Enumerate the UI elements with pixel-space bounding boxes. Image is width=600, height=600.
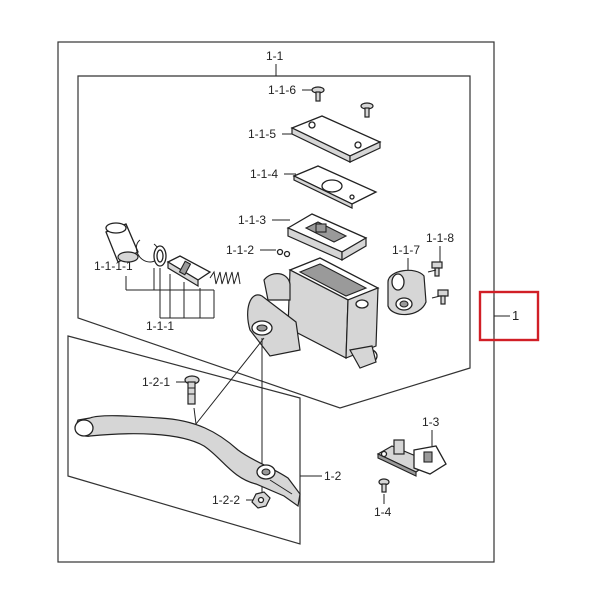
label-piston-set: 1-1-1 xyxy=(146,319,174,333)
label-clip: 1-1-2 xyxy=(226,243,254,257)
label-assembly: 1 xyxy=(512,308,519,323)
label-lever-nut: 1-2-2 xyxy=(212,493,240,507)
label-piston-kit: 1-1-1-1 xyxy=(94,259,133,273)
screw-icon xyxy=(311,86,325,102)
label-screw-cap: 1-1-6 xyxy=(268,83,296,97)
assembly-line-bolt xyxy=(193,407,197,425)
assembly-line-bolt-2 xyxy=(195,337,265,425)
label-lever-bolt: 1-2-1 xyxy=(142,375,170,389)
brake-lever-icon xyxy=(74,415,301,508)
bolt-icon xyxy=(427,261,443,277)
highlight-box xyxy=(478,290,540,342)
screw-icon xyxy=(360,102,374,118)
label-master-cylinder: 1-1 xyxy=(266,49,284,63)
diaphragm-icon xyxy=(286,213,368,262)
spring-icon xyxy=(209,270,241,285)
label-lever: 1-2 xyxy=(324,469,342,483)
reservoir-cap-icon xyxy=(290,115,382,163)
small-screw-icon xyxy=(378,478,390,493)
piston-icon xyxy=(166,255,212,288)
lever-group-outline xyxy=(67,335,301,545)
label-switch-screw: 1-4 xyxy=(374,505,392,519)
label-switch: 1-3 xyxy=(422,415,440,429)
master-cylinder-body-icon xyxy=(247,257,380,369)
gasket-icon xyxy=(292,165,378,209)
clip-icon xyxy=(276,248,291,258)
brake-switch-icon xyxy=(376,439,447,477)
label-holder-bolt: 1-1-8 xyxy=(426,231,454,245)
label-diaphragm-plate: 1-1-3 xyxy=(238,213,266,227)
label-holder: 1-1-7 xyxy=(392,243,420,257)
pivot-bolt-icon xyxy=(184,375,200,405)
washer-icon xyxy=(153,245,167,267)
label-cap-gasket: 1-1-4 xyxy=(250,167,278,181)
holder-clamp-icon xyxy=(387,269,427,316)
piston-boot-icon xyxy=(105,222,139,263)
label-reservoir-cap: 1-1-5 xyxy=(248,127,276,141)
assembly-1-1-outline xyxy=(77,75,471,409)
nut-icon xyxy=(251,491,271,509)
bolt-icon xyxy=(431,289,449,305)
